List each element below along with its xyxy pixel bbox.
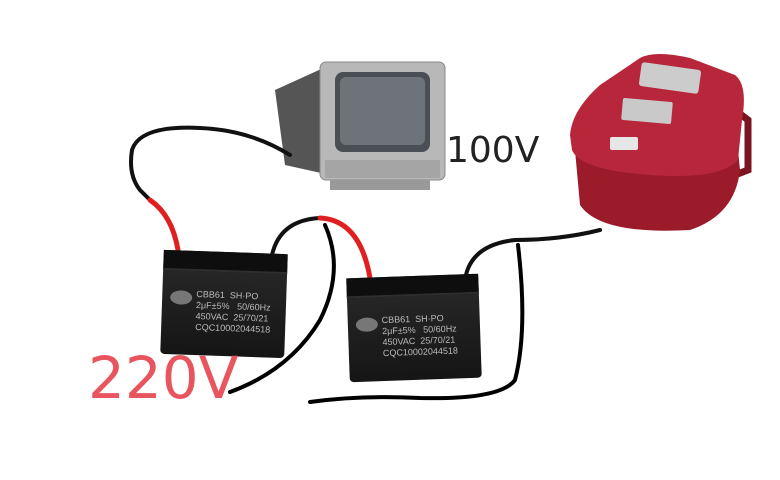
crt-tv-icon: [275, 61, 446, 190]
wire-input-2: [308, 243, 525, 404]
wire-cap1-red: [147, 197, 181, 253]
brand-logo: [355, 317, 379, 333]
wire-cap1-black: [270, 216, 322, 257]
capacitor-top: [346, 273, 479, 299]
capacitor-top: [163, 249, 288, 275]
wire-input-1: [228, 223, 336, 394]
input-voltage-label: 220V: [88, 344, 239, 412]
brand-logo: [169, 290, 193, 305]
wires: [129, 125, 602, 404]
rice-cooker-icon: [570, 54, 752, 231]
wire-cap2-red: [317, 215, 373, 281]
capacitor-cert: CQC10002044518: [195, 322, 271, 335]
wire-cap2-black: [463, 228, 602, 282]
wire-tv-black: [129, 125, 292, 202]
capacitor-cert: CQC10002044518: [382, 345, 459, 359]
tv-voltage-label: 100V: [446, 130, 540, 171]
